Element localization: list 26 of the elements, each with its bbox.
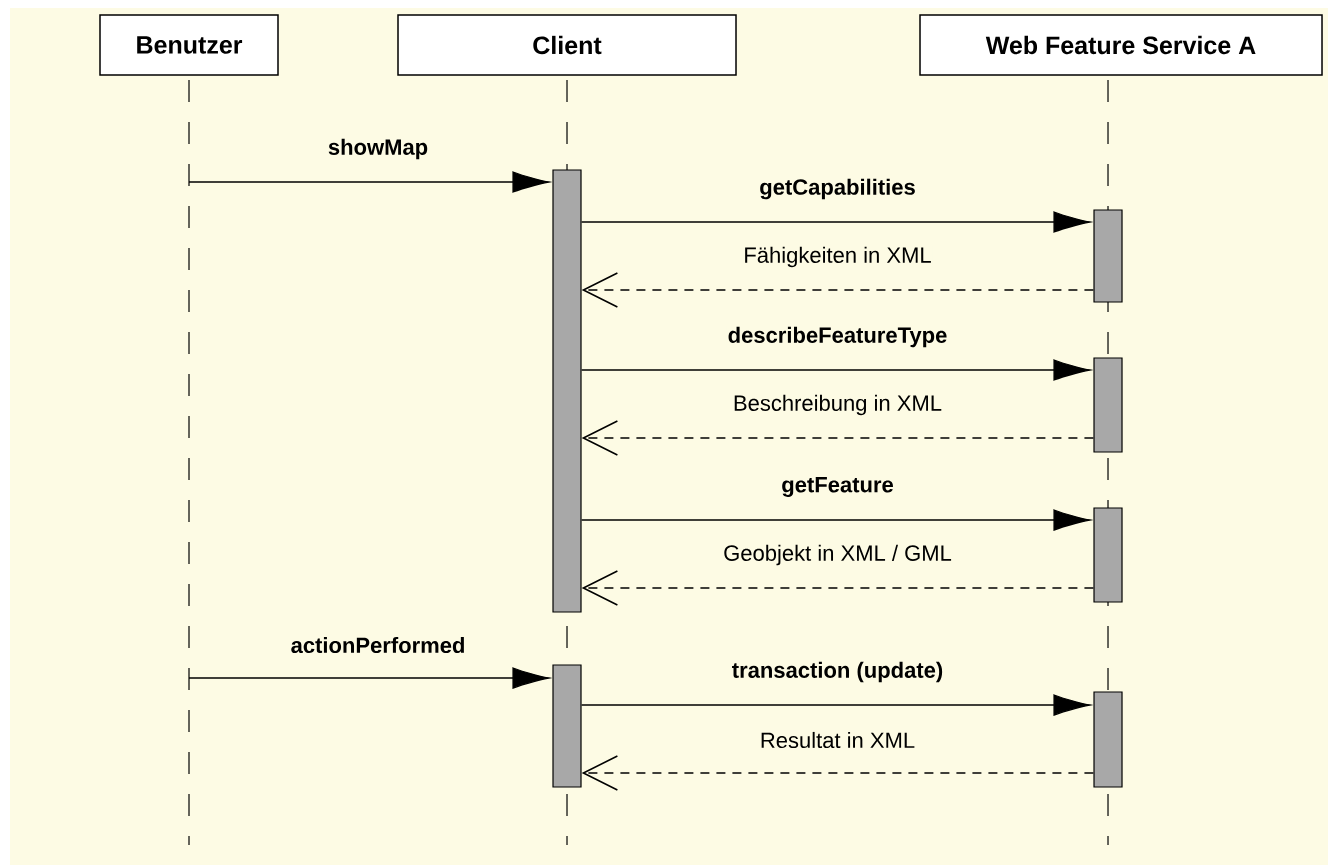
- lifeline-header-box: Client: [397, 14, 737, 76]
- activation-bar: [1093, 209, 1123, 303]
- message-arrow: [580, 359, 1091, 381]
- message-arrow: [581, 755, 1095, 791]
- edge-label: transaction (update): [730, 660, 945, 684]
- edge-label: getCapabilities: [758, 177, 917, 201]
- message-arrow: [188, 667, 550, 689]
- edge-label: Geobjekt in XML / GML: [722, 543, 953, 567]
- activation-bar: [552, 169, 582, 613]
- message-arrow: [580, 509, 1091, 531]
- edge-label: Fähigkeiten in XML: [742, 245, 933, 269]
- message-arrow: [581, 420, 1095, 456]
- lifeline-header-box: Benutzer: [99, 14, 279, 76]
- message-arrow: [581, 570, 1095, 606]
- activation-bar: [1093, 507, 1123, 603]
- activation-bar: [1093, 357, 1123, 453]
- edge-label: Beschreibung in XML: [731, 393, 944, 417]
- activation-bar: [552, 664, 582, 788]
- message-arrow: [580, 211, 1091, 233]
- activation-bar: [1093, 691, 1123, 788]
- message-arrow: [580, 694, 1091, 716]
- message-arrow: [581, 272, 1095, 308]
- edge-label: describeFeatureType: [726, 325, 949, 349]
- lifeline-header-box: Web Feature Service A: [919, 14, 1323, 76]
- message-arrow: [188, 171, 550, 193]
- edge-label: getFeature: [780, 476, 895, 498]
